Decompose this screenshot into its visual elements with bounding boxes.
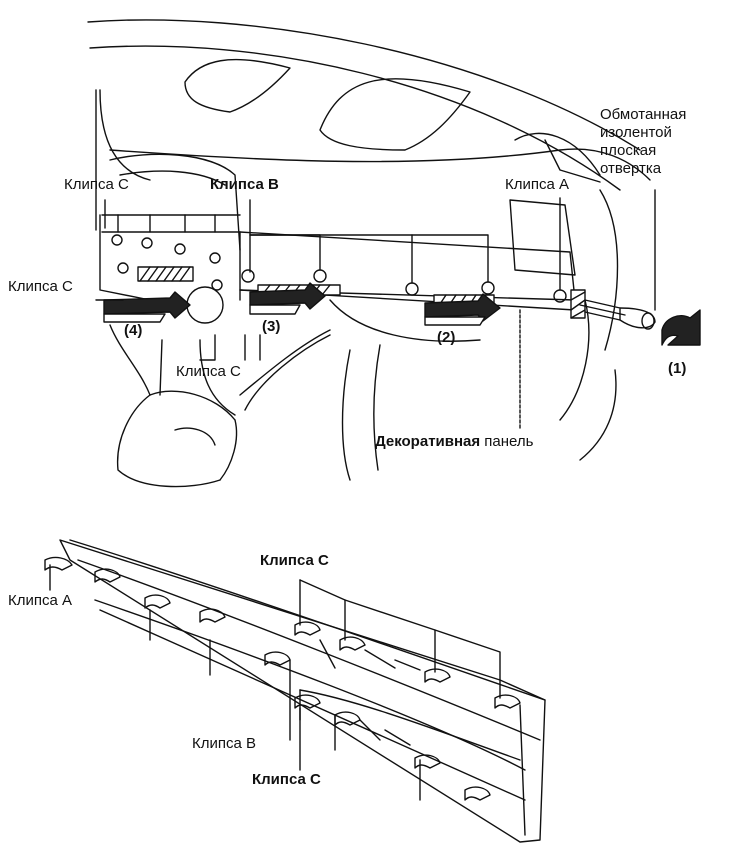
top-leader-lines (95, 189, 656, 361)
label-step-2: (2) (437, 329, 456, 346)
label-panel-bold: Декоративная (375, 433, 481, 450)
label-taped-screwdriver: Обмотанная изолентой плоская отвертка (600, 106, 687, 177)
clip-shapes (44, 556, 521, 801)
label-clip-a-top: Клипса А (505, 176, 570, 193)
label-step-1: (1) (668, 360, 687, 377)
label-clip-b-bottom: Клипса В (192, 735, 257, 752)
arrow-step-3 (249, 282, 326, 315)
label-clip-a-bottom: Клипса А (8, 592, 73, 609)
label-clip-c-lower: Клипса С (252, 771, 321, 788)
trim-panel (44, 539, 546, 843)
label-step-3: (3) (262, 318, 281, 335)
label-clip-c-bottom: Клипса С (176, 363, 241, 380)
dashboard-outline (87, 19, 656, 488)
arrow-step-2 (424, 293, 501, 326)
label-panel-rest: панель (480, 433, 534, 450)
label-clip-b-top: Клипса В (210, 176, 279, 193)
label-decorative-panel: Декоративная панель (375, 433, 533, 451)
arrow-step-4 (103, 291, 191, 323)
label-clip-c-left: Клипса С (8, 278, 73, 295)
arrow-step-1 (661, 309, 701, 346)
label-clip-c-upper: Клипса С (260, 552, 329, 569)
label-step-4: (4) (124, 322, 143, 339)
label-clip-c-top: Клипса С (64, 176, 129, 193)
